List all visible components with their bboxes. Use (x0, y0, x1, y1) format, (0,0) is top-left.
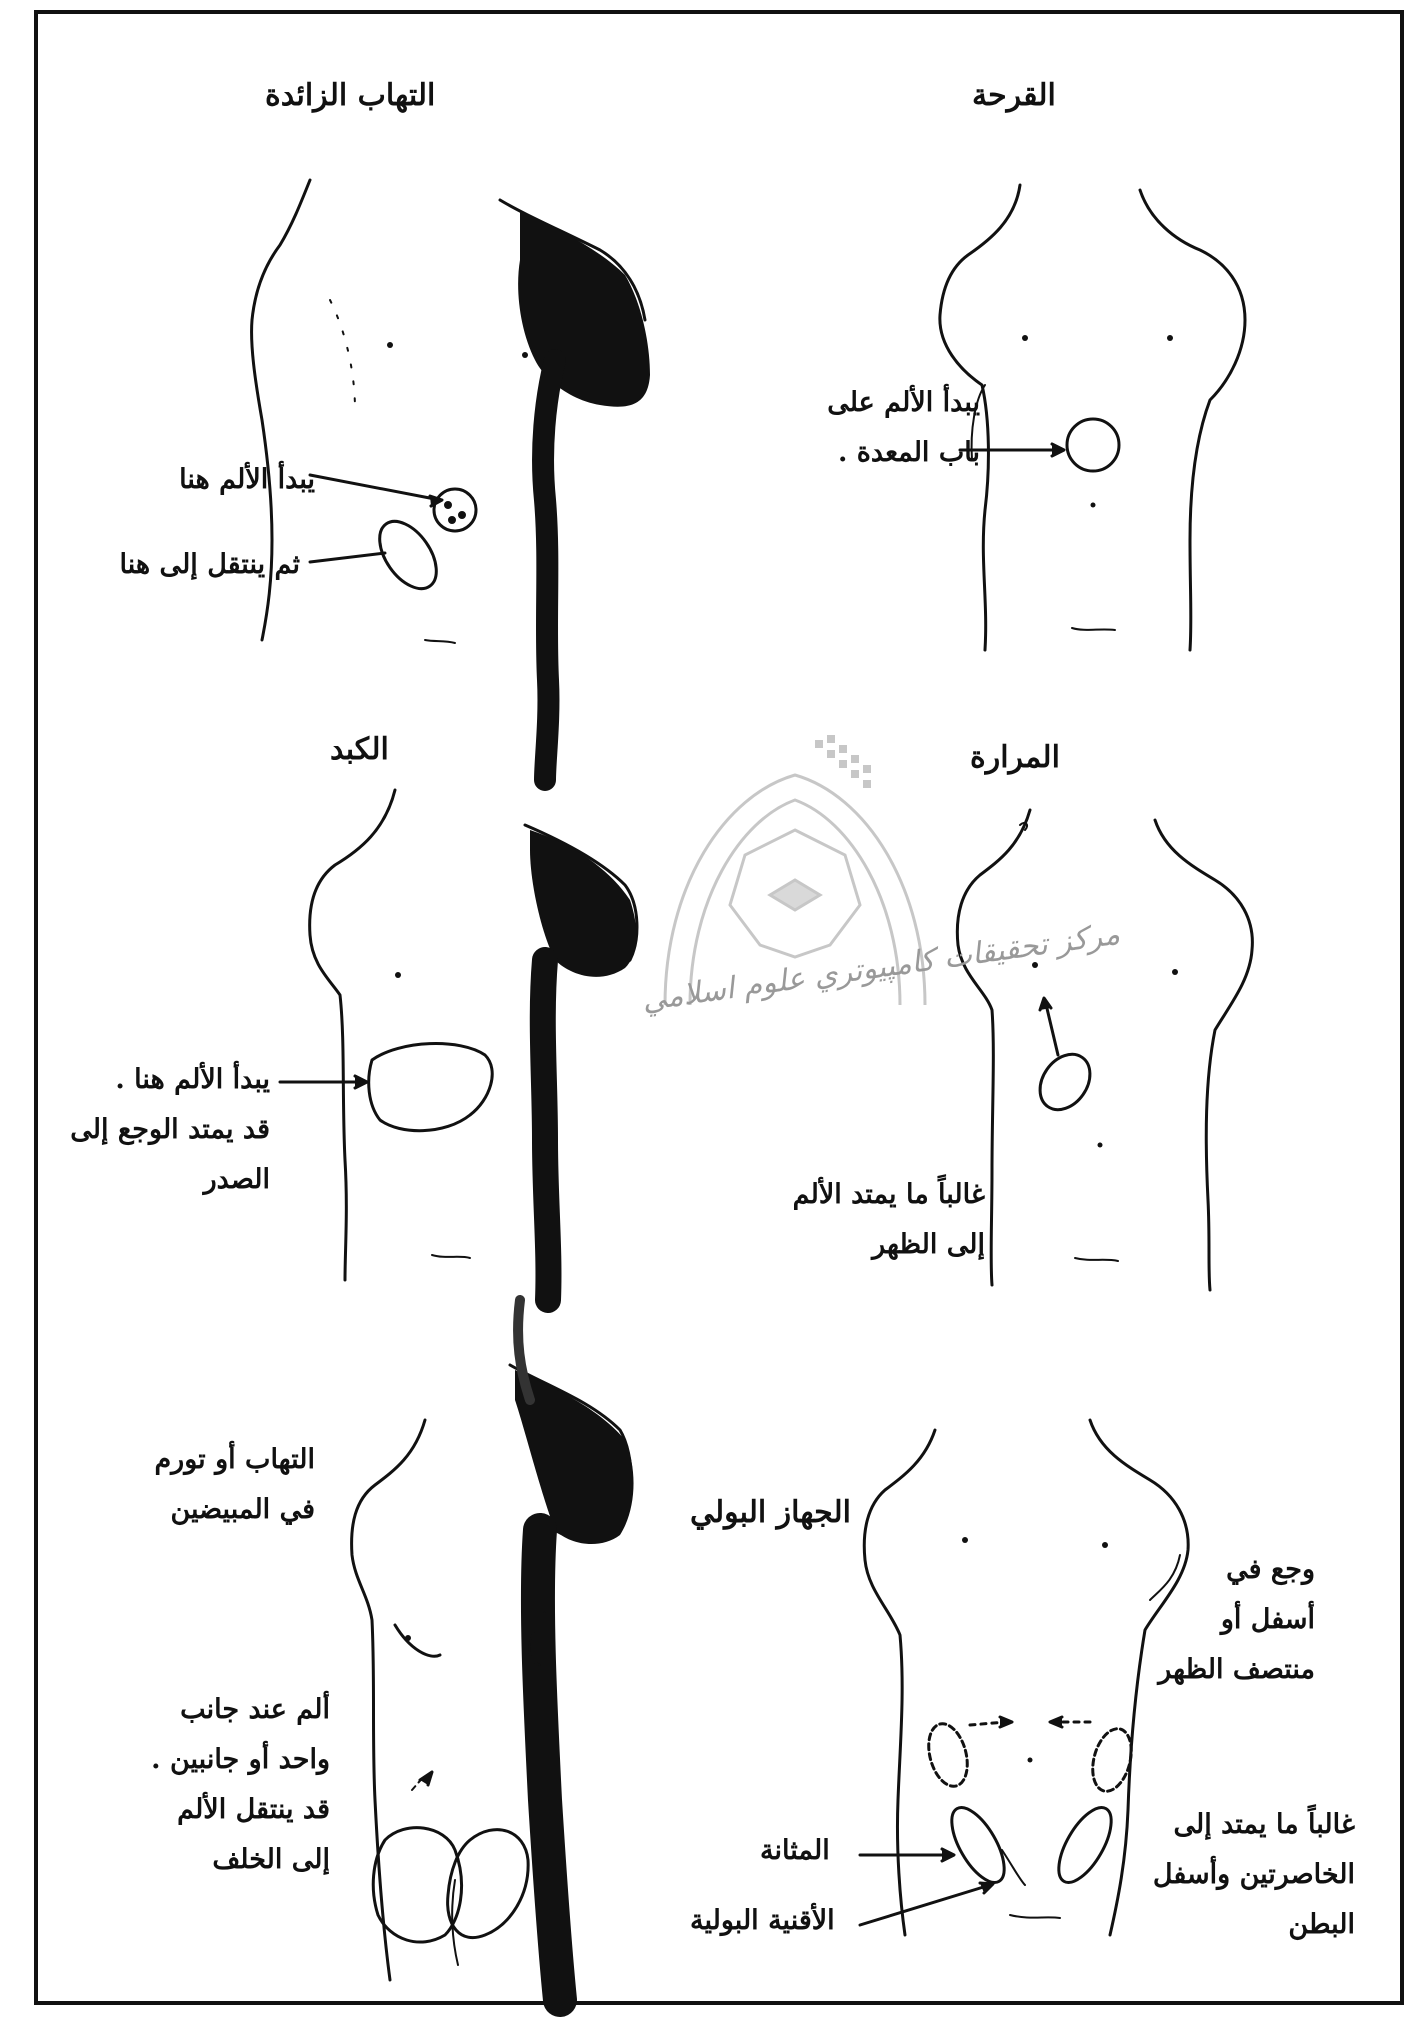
liver-label-line-2: قد يمتد الوجع إلى (10, 1105, 270, 1155)
ovaries-torso (352, 1365, 634, 2000)
urinary-back-line-3: منتصف الظهر (1115, 1645, 1315, 1695)
ovaries-label-line-1: ألم عند جانب (70, 1685, 330, 1735)
liver-label-line-1: يبدأ الألم هنا . (10, 1055, 270, 1105)
ovaries-title-line-1: التهاب أو تورم (55, 1435, 315, 1485)
ulcer-label-line-1: يبدأ الألم على (750, 378, 980, 428)
urinary-back-label: وجع في أسفل أو منتصف الظهر (1115, 1545, 1315, 1695)
liver-title: الكبد (330, 732, 389, 767)
ovaries-title: التهاب أو تورم في المبيضين (55, 1435, 315, 1535)
ulcer-title: القرحة (972, 78, 1056, 113)
appendicitis-title: التهاب الزائدة (265, 78, 435, 113)
ureters-label: الأقنية البولية (690, 1905, 835, 1936)
urinary-back-line-2: أسفل أو (1115, 1595, 1315, 1645)
ulcer-torso (940, 185, 1245, 650)
urinary-flank-line-3: البطن (1095, 1900, 1355, 1950)
ovaries-label-line-2: واحد أو جانبين . (70, 1735, 330, 1785)
ulcer-label: يبدأ الألم على باب المعدة . (750, 378, 980, 478)
ovaries-label-line-3: قد ينتقل الألم (70, 1785, 330, 1835)
gallbladder-torso (957, 810, 1252, 1290)
urinary-back-line-1: وجع في (1115, 1545, 1315, 1595)
liver-label: يبدأ الألم هنا . قد يمتد الوجع إلى الصدر (10, 1055, 270, 1205)
urinary-title: الجهاز البولي (690, 1495, 851, 1530)
liver-label-line-3: الصدر (10, 1155, 270, 1205)
gallbladder-label: غالباً ما يمتد الألم إلى الظهر (715, 1170, 985, 1270)
ovaries-label-line-4: إلى الخلف (70, 1835, 330, 1885)
ulcer-label-line-2: باب المعدة . (750, 428, 980, 478)
appendicitis-start-label: يبدأ الألم هنا (179, 455, 315, 505)
ovaries-title-line-2: في المبيضين (55, 1485, 315, 1535)
appendicitis-move-label: ثم ينتقل إلى هنا (120, 540, 300, 590)
urinary-flank-label: غالباً ما يمتد إلى الخاصرتين وأسفل البطن (1095, 1800, 1355, 1950)
ovaries-label: ألم عند جانب واحد أو جانبين . قد ينتقل ا… (70, 1685, 330, 1885)
gallbladder-label-line-1: غالباً ما يمتد الألم (715, 1170, 985, 1220)
bladder-label: المثانة (760, 1835, 830, 1866)
liver-torso (280, 790, 637, 1300)
urinary-flank-line-1: غالباً ما يمتد إلى (1095, 1800, 1355, 1850)
gallbladder-label-line-2: إلى الظهر (715, 1220, 985, 1270)
gallbladder-title: المرارة (970, 740, 1060, 775)
urinary-flank-line-2: الخاصرتين وأسفل (1095, 1850, 1355, 1900)
